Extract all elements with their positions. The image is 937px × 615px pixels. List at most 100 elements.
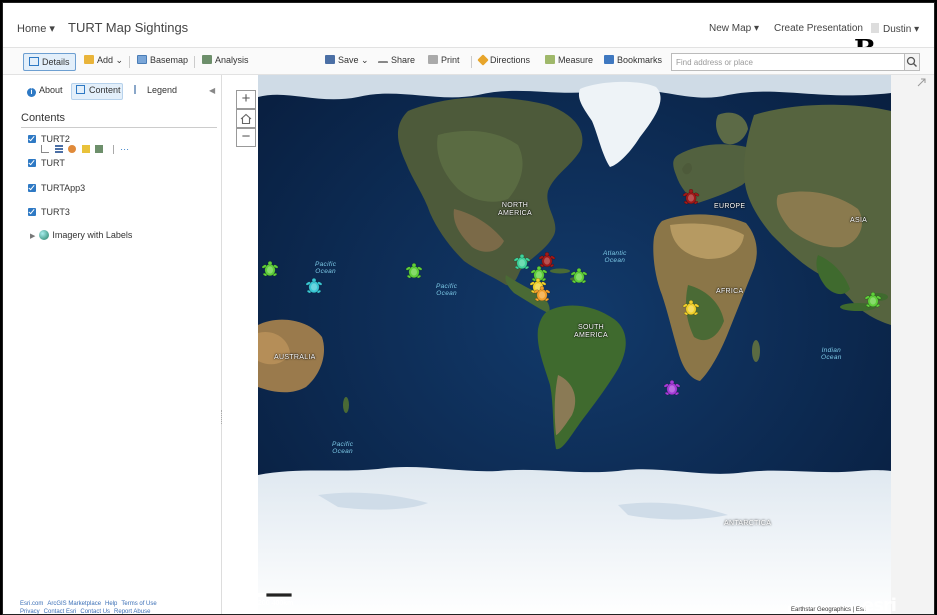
tab-legend-label: Legend — [147, 85, 178, 95]
layer-item-turtapp3[interactable]: TURTApp3 — [28, 183, 85, 193]
save-button[interactable]: Save ⌄ — [325, 55, 369, 66]
add-icon — [84, 55, 94, 64]
basemap-button[interactable]: Basemap — [137, 55, 188, 65]
tab-legend[interactable]: Legend — [134, 85, 177, 95]
footer-link[interactable]: Report Abuse — [114, 609, 151, 615]
basemap-label: Basemap — [150, 55, 189, 65]
footer-link[interactable]: Privacy — [20, 609, 40, 615]
measure-icon — [545, 55, 555, 64]
analysis-label: Analysis — [215, 55, 249, 65]
label-australia: AUSTRALIA — [274, 354, 316, 361]
toolbar-divider — [194, 56, 195, 68]
layer-item-turt[interactable]: TURT — [28, 158, 65, 168]
layer-name: TURT — [41, 158, 65, 168]
search-button[interactable] — [905, 53, 920, 71]
label-indian-ocean: Indian Ocean — [821, 347, 842, 361]
label-text: NORTH AMERICA — [498, 202, 532, 217]
more-options-icon[interactable]: ··· — [120, 144, 130, 154]
expand-arrow-icon[interactable]: ▶ — [30, 233, 36, 240]
bookmarks-button[interactable]: Bookmarks — [604, 55, 662, 65]
home-extent-button[interactable] — [236, 109, 256, 128]
analysis-icon — [202, 55, 212, 64]
turtle-marker-icon[interactable] — [261, 260, 279, 278]
turtle-marker-icon[interactable] — [682, 188, 700, 206]
search-box — [671, 53, 905, 71]
layer-name: TURT2 — [41, 134, 70, 144]
esri-logo[interactable]: esri — [862, 595, 897, 615]
footer-link[interactable]: Esri.com — [20, 601, 44, 607]
panel-resize-handle[interactable] — [221, 410, 223, 424]
tab-about-label: About — [39, 85, 63, 95]
footer-link[interactable]: ArcGIS Marketplace — [47, 601, 102, 607]
label-asia: ASIA — [850, 217, 868, 224]
share-button[interactable]: Share — [378, 55, 415, 65]
toolbar-divider — [129, 56, 130, 68]
search-input[interactable] — [672, 54, 904, 70]
turtle-marker-icon[interactable] — [663, 379, 681, 397]
layer-checkbox[interactable] — [28, 208, 36, 216]
layer-checkbox[interactable] — [28, 135, 36, 143]
label-text: Indian Ocean — [821, 347, 842, 361]
filter-icon[interactable] — [81, 145, 90, 153]
create-presentation-link[interactable]: Create Presentation — [774, 23, 863, 34]
map-title: TURT Map Sightings — [68, 20, 189, 35]
footer-link[interactable]: Contact Us — [80, 609, 111, 615]
style-icon[interactable] — [68, 145, 77, 153]
print-icon — [428, 55, 438, 64]
layer-item-turt3[interactable]: TURT3 — [28, 207, 70, 217]
home-menu[interactable]: Home ▾ — [17, 23, 55, 35]
share-label: Share — [391, 55, 416, 65]
fullscreen-icon[interactable] — [917, 78, 926, 87]
label-south-america: SOUTH AMERICA — [574, 324, 608, 340]
measure-button[interactable]: Measure — [545, 55, 593, 65]
layer-tools: ··· — [41, 145, 129, 155]
map-view[interactable]: NORTH AMERICA SOUTH AMERICA EUROPE ASIA … — [258, 75, 891, 614]
turtle-marker-icon[interactable] — [513, 253, 531, 271]
globe-icon — [39, 230, 50, 240]
collapse-panel-icon[interactable]: ◀ — [209, 86, 216, 95]
layer-checkbox[interactable] — [28, 184, 36, 192]
layer-checkbox[interactable] — [28, 159, 36, 167]
zoom-in-button[interactable]: + — [236, 90, 256, 109]
print-button[interactable]: Print — [428, 55, 460, 65]
save-label: Save ⌄ — [338, 55, 369, 65]
details-label: Details — [42, 57, 70, 67]
turtle-marker-icon[interactable] — [864, 291, 882, 309]
footer-link[interactable]: Terms of Use — [121, 601, 157, 607]
add-button[interactable]: Add ⌄ — [84, 55, 123, 66]
turtle-marker-icon[interactable] — [682, 299, 700, 317]
user-avatar-icon — [871, 23, 879, 33]
details-button[interactable]: Details — [23, 53, 76, 71]
turtle-marker-icon[interactable] — [533, 285, 551, 303]
label-pacific-ocean: Pacific Ocean — [436, 283, 457, 297]
label-north-america: NORTH AMERICA — [498, 202, 532, 218]
label-text: Atlantic Ocean — [603, 250, 627, 264]
basemap-layer-item[interactable]: ▶Imagery with Labels — [30, 230, 132, 240]
user-name: Dustin ▾ — [883, 24, 920, 35]
print-label: Print — [441, 55, 460, 65]
analysis-button[interactable]: Analysis — [202, 55, 249, 65]
layer-details-icon[interactable] — [41, 145, 49, 153]
new-map-menu[interactable]: New Map ▾ — [709, 23, 760, 34]
analysis-icon[interactable] — [95, 145, 104, 153]
turtle-marker-icon[interactable] — [538, 251, 556, 269]
tab-content-label-wrap[interactable]: Content — [76, 85, 121, 95]
save-icon — [325, 55, 335, 64]
footer-link[interactable]: Contact Esri — [43, 609, 77, 615]
turtle-marker-icon[interactable] — [570, 267, 588, 285]
directions-icon — [477, 54, 489, 66]
details-icon — [29, 57, 39, 66]
turtle-marker-icon[interactable] — [405, 262, 423, 280]
contents-heading: Contents — [21, 112, 66, 124]
layer-item-turt2[interactable]: TURT2 — [28, 134, 70, 144]
turtle-marker-icon[interactable] — [305, 277, 323, 295]
zoom-out-button[interactable]: − — [236, 128, 256, 147]
scale-label: 0 — [240, 600, 244, 607]
directions-button[interactable]: Directions — [477, 54, 530, 66]
table-icon[interactable] — [54, 145, 63, 153]
turtle-marker-icon[interactable] — [530, 265, 548, 283]
footer-link[interactable]: Help — [105, 601, 118, 607]
user-menu[interactable]: Dustin ▾ — [871, 23, 919, 35]
